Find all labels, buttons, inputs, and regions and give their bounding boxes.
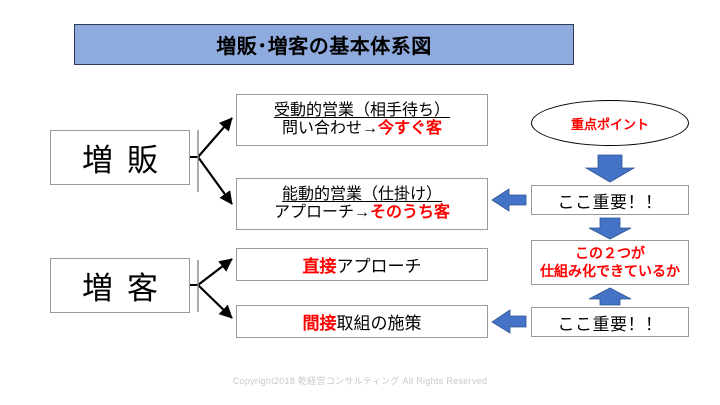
box-zouhan-label: 増販	[82, 143, 172, 178]
direct-approach-label: 直接アプローチ	[303, 252, 422, 277]
core-question-line2: 仕組み化できているか	[540, 262, 680, 279]
active-sales-detail: アプローチ→そのうち客	[274, 204, 450, 222]
passive-sales-heading: 受動的営業（相手待ち）	[273, 101, 450, 119]
box-passive-sales: 受動的営業（相手待ち） 問い合わせ→今すぐ客	[236, 94, 488, 146]
ellipse-key-point: 重点ポイント	[531, 100, 689, 146]
important-bottom-label: ここ重要！！	[557, 314, 663, 334]
box-direct-approach: 直接アプローチ	[236, 248, 488, 281]
indirect-measures-red: 間接	[302, 314, 337, 333]
box-zoukyaku: 増客	[50, 258, 190, 313]
box-core-question: この２つが 仕組み化できているか	[531, 240, 689, 285]
arrow-down-important-to-core	[588, 217, 632, 240]
arrow-up-important-to-core	[588, 287, 632, 306]
indirect-measures-label: 間接取組の施策	[303, 309, 422, 334]
arrow-left-to-indirect-measures	[491, 309, 527, 334]
active-sales-detail-red: そのうち客	[370, 204, 451, 221]
connector-customer-branch	[190, 258, 233, 319]
box-zoukyaku-label: 増客	[82, 271, 172, 306]
direct-approach-red: 直接	[302, 257, 337, 276]
box-zouhan: 増販	[50, 130, 190, 185]
arrow-down-ellipse-to-important	[584, 154, 636, 183]
indirect-measures-plain: 取組の施策	[336, 314, 422, 333]
active-sales-detail-plain: アプローチ→	[273, 204, 370, 221]
box-important-top: ここ重要！！	[531, 185, 689, 215]
core-question-line1: この２つが	[575, 245, 645, 261]
copyright-footer: Copyright2018 乾経営コンサルティング All Rights Res…	[232, 376, 488, 386]
active-sales-heading: 能動的営業（仕掛け）	[281, 185, 442, 203]
important-top-label: ここ重要！！	[557, 192, 663, 212]
direct-approach-plain: アプローチ	[336, 257, 422, 276]
slide-title-bar: 増販･増客の基本体系図	[74, 24, 574, 65]
ellipse-key-point-label: 重点ポイント	[570, 116, 649, 132]
box-indirect-measures: 間接取組の施策	[236, 305, 488, 338]
passive-sales-detail: 問い合わせ→今すぐ客	[282, 120, 442, 138]
connector-sales-branch	[190, 117, 233, 205]
page-title: 増販･増客の基本体系図	[216, 36, 432, 58]
passive-sales-detail-red: 今すぐ客	[378, 120, 443, 137]
arrow-left-to-active-sales	[491, 188, 527, 212]
box-active-sales: 能動的営業（仕掛け） アプローチ→そのうち客	[236, 178, 488, 230]
box-important-bottom: ここ重要！！	[531, 307, 689, 337]
passive-sales-detail-plain: 問い合わせ→	[281, 120, 378, 137]
